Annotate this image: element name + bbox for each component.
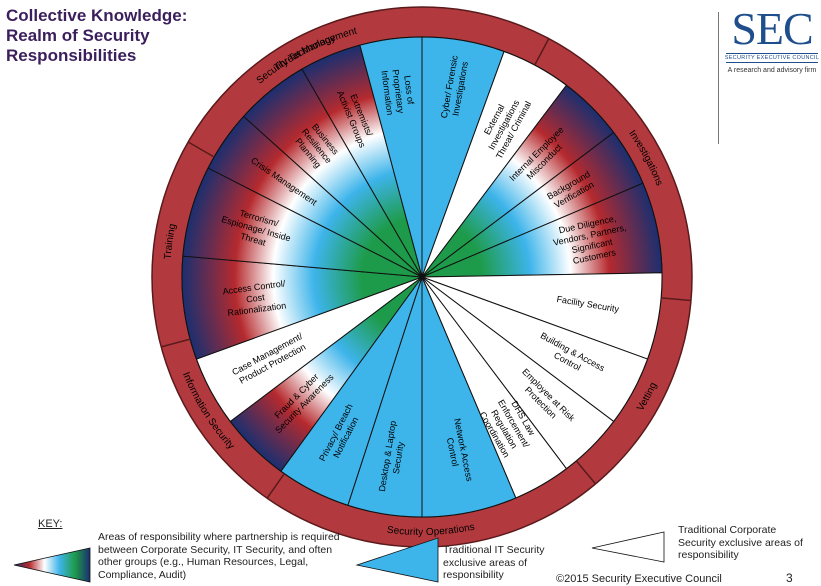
ring-divider <box>534 38 550 66</box>
wedge-it <box>359 36 423 278</box>
copyright: ©2015 Security Executive Council <box>556 573 722 585</box>
wedge-partnership <box>181 255 423 360</box>
page-number: 3 <box>786 571 793 585</box>
divider <box>718 12 719 144</box>
logo-tagline: A research and advisory firm <box>727 67 817 74</box>
logo-rule <box>726 62 818 63</box>
logo-rule <box>726 53 818 54</box>
ring-divider <box>661 297 692 302</box>
logo-mark: SEC <box>731 3 813 54</box>
key-it-text: Traditional IT Security exclusive areas … <box>443 544 545 581</box>
ring-divider <box>187 141 215 158</box>
ring-divider <box>161 338 191 348</box>
ring-divider <box>575 460 597 485</box>
sec-logo: SEC SECURITY EXECUTIVE COUNCIL A researc… <box>724 3 820 75</box>
key-corporate-text: Traditional Corporate Security exclusive… <box>678 524 803 561</box>
wedge-label: Cost <box>246 292 266 304</box>
logo-name: SECURITY EXECUTIVE COUNCIL <box>724 55 820 61</box>
ring-divider <box>266 473 285 499</box>
key-partnership-text: Areas of responsibility where partnershi… <box>98 531 340 581</box>
key-it-swatch <box>355 537 439 583</box>
page-title: Collective Knowledge: Realm of Security … <box>6 6 188 65</box>
key-corporate-swatch <box>591 531 665 563</box>
key-title: KEY: <box>38 518 63 530</box>
key-partnership-swatch <box>13 547 91 583</box>
wedge-label: Loss of <box>402 75 416 106</box>
